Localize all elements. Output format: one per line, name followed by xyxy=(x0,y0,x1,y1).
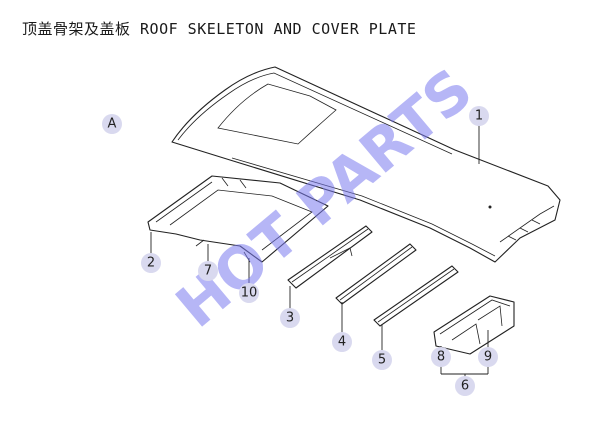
svg-text:4: 4 xyxy=(338,335,346,350)
callout-A: A xyxy=(102,114,122,134)
svg-text:6: 6 xyxy=(461,379,469,394)
callout-9: 9 xyxy=(478,347,498,367)
roof-bow-5 xyxy=(373,265,459,327)
svg-text:A: A xyxy=(108,117,117,132)
callout-10: 10 xyxy=(239,283,259,303)
svg-text:7: 7 xyxy=(204,264,212,279)
callout-8: 8 xyxy=(431,347,451,367)
rear-roof-assembly xyxy=(433,295,515,355)
callout-7: 7 xyxy=(198,261,218,281)
svg-text:2: 2 xyxy=(147,256,155,271)
callout-4: 4 xyxy=(332,332,352,352)
svg-text:10: 10 xyxy=(241,286,258,301)
callout-1: 1 xyxy=(469,106,489,126)
svg-text:1: 1 xyxy=(475,109,483,124)
svg-text:3: 3 xyxy=(286,311,294,326)
callout-3: 3 xyxy=(280,308,300,328)
front-roof-frame xyxy=(147,175,329,263)
callout-2: 2 xyxy=(141,253,161,273)
roof-bow-3 xyxy=(287,225,373,289)
callout-6: 6 xyxy=(455,376,475,396)
svg-text:8: 8 xyxy=(437,350,445,365)
page-title: 顶盖骨架及盖板 ROOF SKELETON AND COVER PLATE xyxy=(22,20,417,38)
roof-cover-plate xyxy=(171,66,561,263)
svg-text:9: 9 xyxy=(484,350,492,365)
svg-text:5: 5 xyxy=(378,353,386,368)
roof-bow-4 xyxy=(335,243,417,305)
callout-5: 5 xyxy=(372,350,392,370)
